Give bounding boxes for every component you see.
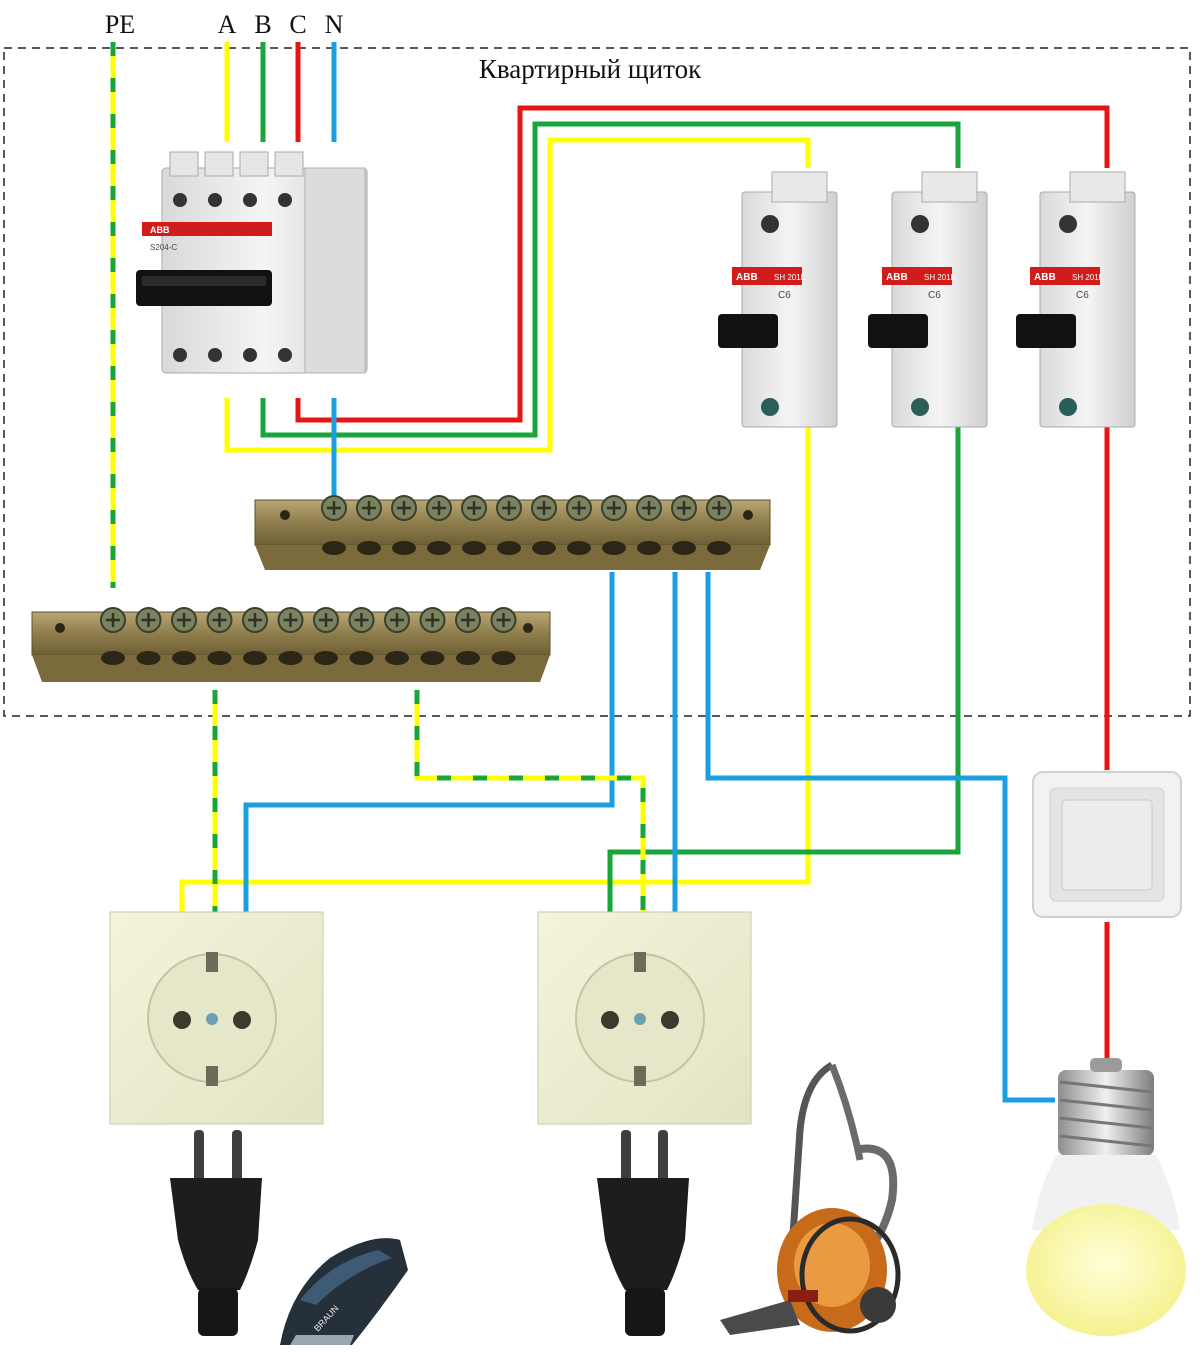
plug-2 — [597, 1130, 689, 1336]
breaker-3-model: SH 201L — [1072, 273, 1104, 282]
neutral-bus-screw-slot — [502, 501, 516, 515]
pe-bus-hole — [172, 651, 196, 665]
neutral-bus-screw-slot — [712, 501, 726, 515]
breaker-1-brand: ABB — [736, 272, 758, 283]
neutral-bus-screw-slot — [572, 501, 586, 515]
neutral-bus-screw-slot — [397, 501, 411, 515]
socket-2-hole-right[interactable] — [661, 1011, 679, 1029]
breaker-1-lever[interactable] — [718, 314, 778, 348]
pe-bus-hole — [314, 651, 338, 665]
pe-bus-screw-slot — [390, 613, 404, 627]
socket-1-hole-left[interactable] — [173, 1011, 191, 1029]
main-breaker-model: S204-C — [150, 243, 177, 252]
neutral-lamp-wire — [705, 572, 1055, 1103]
neutral-bus-hole — [672, 541, 696, 555]
neutral-bus-hole — [392, 541, 416, 555]
phase-a-label: A — [218, 10, 237, 39]
neutral-bus-screw-slot — [362, 501, 376, 515]
neutral-label: N — [325, 10, 344, 39]
neutral-bus-hole — [567, 541, 591, 555]
single-breaker-2: ABB SH 201L C6 — [868, 171, 988, 428]
main-breaker: ABB S204-C — [136, 151, 368, 374]
pe-bus-screw-slot — [177, 613, 191, 627]
pe-bus-hole — [491, 651, 516, 665]
breaker-1-model: SH 201L — [774, 273, 806, 282]
phase-a-wire-out — [224, 137, 811, 453]
neutral-busbar — [254, 495, 771, 570]
phase-c-label: C — [289, 10, 306, 39]
neutral-bus-hole — [497, 541, 521, 555]
breaker-2-brand: ABB — [886, 272, 908, 283]
pe-bus-hole — [278, 651, 303, 665]
breaker-3-rating: C6 — [1076, 290, 1089, 301]
neutral-bus-screw-slot — [677, 501, 691, 515]
breaker-3-brand: ABB — [1034, 272, 1056, 283]
neutral-bus-hole — [357, 541, 381, 555]
pe-bus-hole — [207, 651, 232, 665]
switch-rocker[interactable] — [1061, 799, 1153, 891]
led-bulb-icon — [1026, 1058, 1186, 1336]
pe-bus-hole — [101, 651, 125, 665]
single-breaker-1: ABB SH 201L C6 — [718, 171, 838, 428]
pe-bus-screw-slot — [141, 613, 156, 627]
breaker-2-lever[interactable] — [868, 314, 928, 348]
breaker-2-model: SH 201L — [924, 273, 956, 282]
pe-bus-screw-slot — [425, 613, 440, 627]
neutral-socket1-wire — [243, 572, 615, 912]
phase-a-socket-wire — [179, 418, 811, 912]
breaker-2-rating: C6 — [928, 290, 941, 301]
panel-label: Квартирный щиток — [479, 54, 702, 84]
neutral-bus-screw-slot — [607, 501, 621, 515]
neutral-bus-hole — [707, 541, 731, 555]
socket-2-hole-left[interactable] — [601, 1011, 619, 1029]
iron-icon: BRAUN — [280, 1238, 408, 1345]
neutral-bus-hole — [322, 541, 346, 555]
socket-1-hole-right[interactable] — [233, 1011, 251, 1029]
neutral-bus-hole — [532, 541, 556, 555]
neutral-bus-screw-slot — [327, 501, 341, 515]
phase-b-label: B — [254, 10, 271, 39]
vacuum-cleaner-icon — [720, 1061, 901, 1335]
panel-border — [3, 47, 1191, 717]
pe-bus-hole — [136, 651, 161, 665]
plug-1 — [170, 1130, 262, 1336]
neutral-bus-screw-slot — [467, 501, 481, 515]
neutral-bus-screw-slot — [537, 501, 551, 515]
breaker-3-lever[interactable] — [1016, 314, 1076, 348]
main-breaker-lever[interactable] — [136, 270, 272, 306]
phase-b-wire-out — [260, 121, 961, 438]
pe-bus-screw-slot — [212, 613, 227, 627]
breaker-1-rating: C6 — [778, 290, 791, 301]
neutral-bus-hole — [637, 541, 661, 555]
pe-bus-screw-slot — [248, 613, 262, 627]
wires — [110, 42, 1110, 1103]
pe-bus-screw-slot — [354, 613, 369, 627]
pe-bus-hole — [456, 651, 480, 665]
single-breaker-3: ABB SH 201L C6 — [1016, 171, 1136, 428]
pe-busbar — [31, 607, 551, 682]
socket-1 — [109, 911, 324, 1125]
pe-bus-hole — [349, 651, 374, 665]
pe-bus-screw-slot — [283, 613, 298, 627]
pe-bus-screw-slot — [496, 613, 511, 627]
pe-bus-screw-slot — [461, 613, 475, 627]
main-breaker-brand: ABB — [150, 225, 170, 235]
neutral-bus-hole — [427, 541, 451, 555]
neutral-bus-screw-slot — [432, 501, 446, 515]
light-switch — [1032, 771, 1182, 918]
pe-bus-hole — [385, 651, 409, 665]
phase-c-wire-out — [295, 105, 1110, 423]
pe-bus-screw-slot — [319, 613, 333, 627]
neutral-bus-hole — [462, 541, 486, 555]
neutral-bus-hole — [602, 541, 626, 555]
socket-2 — [537, 911, 752, 1125]
pe-bus-hole — [243, 651, 267, 665]
phase-b-socket-wire — [607, 418, 961, 912]
pe-bus-screw-slot — [106, 613, 120, 627]
pe-bus-hole — [420, 651, 445, 665]
pe-label: PE — [105, 10, 135, 39]
neutral-bus-screw-slot — [642, 501, 656, 515]
